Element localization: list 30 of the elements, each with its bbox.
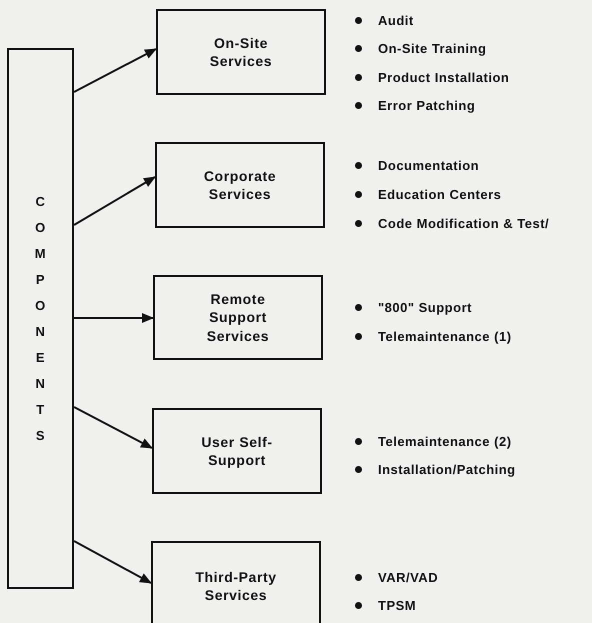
box-label: Corporate Services (202, 166, 278, 204)
bullet-item: Error Patching (378, 98, 476, 114)
component-bar (7, 48, 74, 589)
service-box (155, 142, 325, 228)
bullet-item: On-Site Training (378, 41, 486, 57)
bullet-item: Telemaintenance (2) (378, 434, 512, 450)
service-box (156, 9, 326, 95)
box-label: On-Site Services (208, 34, 274, 70)
bullet-item: Documentation (378, 158, 480, 174)
arrow (74, 48, 157, 93)
bullet-item: Product Installation (378, 70, 510, 86)
bullet-item: VAR/VAD (378, 570, 438, 586)
vertical-label: COMPONENTS (34, 192, 47, 444)
bullet-item: Education Centers (378, 187, 502, 203)
bullet-item: Installation/Patching (378, 462, 516, 478)
service-box (153, 275, 323, 360)
arrow (74, 406, 153, 449)
bullet-item: Audit (378, 13, 414, 29)
service-box (151, 541, 321, 623)
arrow (74, 176, 156, 226)
arrow (74, 313, 154, 323)
box-label: Third-Party Services (194, 568, 278, 604)
bullet-item: TPSM (378, 598, 416, 614)
box-label: User Self-Support (200, 432, 274, 470)
box-label: Remote Support Services (206, 290, 270, 345)
bullet-item: Telemaintenance (1) (378, 329, 512, 345)
service-box (152, 408, 322, 494)
arrow (74, 540, 152, 584)
bullet-item: Code Modification & Test/ (378, 216, 550, 232)
bullet-item: "800" Support (378, 300, 472, 316)
